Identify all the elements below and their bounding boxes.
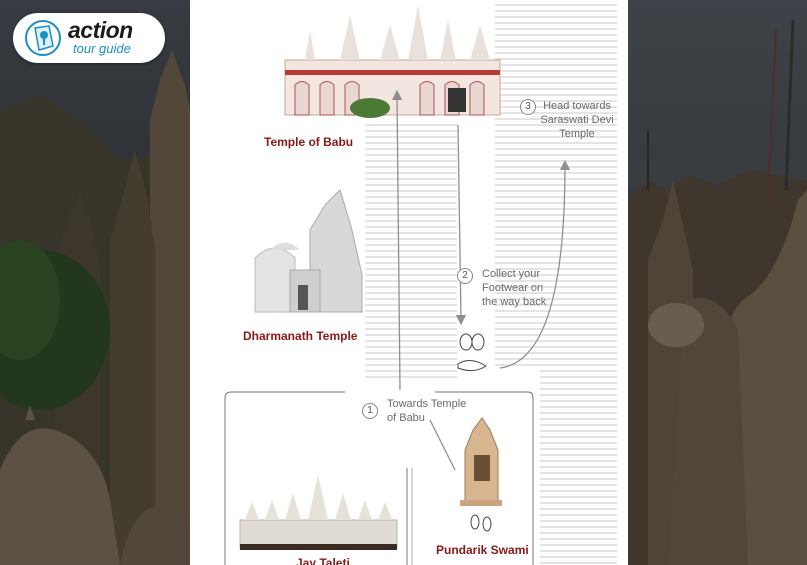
label-temple-of-babu: Temple of Babu	[264, 135, 354, 149]
footwear-icon	[457, 333, 487, 372]
jay-taleti-illustration	[239, 475, 398, 550]
logo-text-tourguide: tour guide	[73, 41, 131, 56]
step-2-text: Collect your Footwear on the way back	[482, 267, 546, 309]
step-1-line2: of Babu	[387, 412, 425, 424]
step-1-line1: Towards Temple	[387, 398, 467, 410]
stairs-right-mid	[495, 150, 617, 370]
step-2-line3: the way back	[482, 296, 547, 308]
step-3-text: Head towards Saraswati Devi Temple	[537, 99, 617, 141]
left-backdrop-photo	[0, 0, 190, 565]
step-2-line1: Collect your	[482, 268, 541, 280]
step-2-line2: Footwear on	[482, 282, 544, 294]
footprints-icon	[470, 514, 492, 532]
route-arrow-to-babu	[391, 89, 403, 391]
stairs-center	[365, 120, 457, 380]
label-pundarik-swami: Pundarik Swami	[436, 543, 529, 557]
step-3-line1: Head towards	[543, 100, 611, 112]
route-arrow-to-saraswati	[499, 159, 571, 369]
area-outline-right	[435, 391, 534, 565]
stairs-right-bottom	[540, 370, 617, 565]
step-1-text: Towards Temple of Babu	[387, 397, 466, 425]
left-temple-scene	[0, 0, 190, 565]
logo-text-action: action	[68, 17, 133, 43]
step-3-line2: Saraswati Devi	[540, 114, 614, 126]
label-dharmanath-temple: Dharmanath Temple	[243, 329, 358, 343]
route-map-drawing	[224, 0, 617, 565]
step-3-line3: Temple	[559, 128, 595, 140]
stairs-top-right	[495, 0, 617, 150]
dharmanath-temple-illustration	[254, 189, 363, 313]
temple-of-babu-illustration	[284, 5, 501, 118]
map-pin-logo-icon	[25, 20, 61, 56]
action-tour-guide-logo: action tour guide	[13, 13, 165, 63]
step-2-number: 2	[457, 268, 473, 284]
route-line-to-pundarik	[429, 419, 456, 471]
pundarik-swami-illustration	[460, 417, 502, 506]
right-backdrop-photo	[628, 0, 807, 565]
right-temple-scene	[628, 0, 807, 565]
route-arrow-to-footwear	[455, 124, 467, 326]
route-map: Temple of Babu Dharmanath Temple Pundari…	[190, 0, 628, 565]
area-outline-left	[224, 391, 345, 565]
step-3-number: 3	[520, 99, 536, 115]
label-jay-taleti: Jay Taleti	[296, 556, 350, 565]
step-1-number: 1	[362, 403, 378, 419]
